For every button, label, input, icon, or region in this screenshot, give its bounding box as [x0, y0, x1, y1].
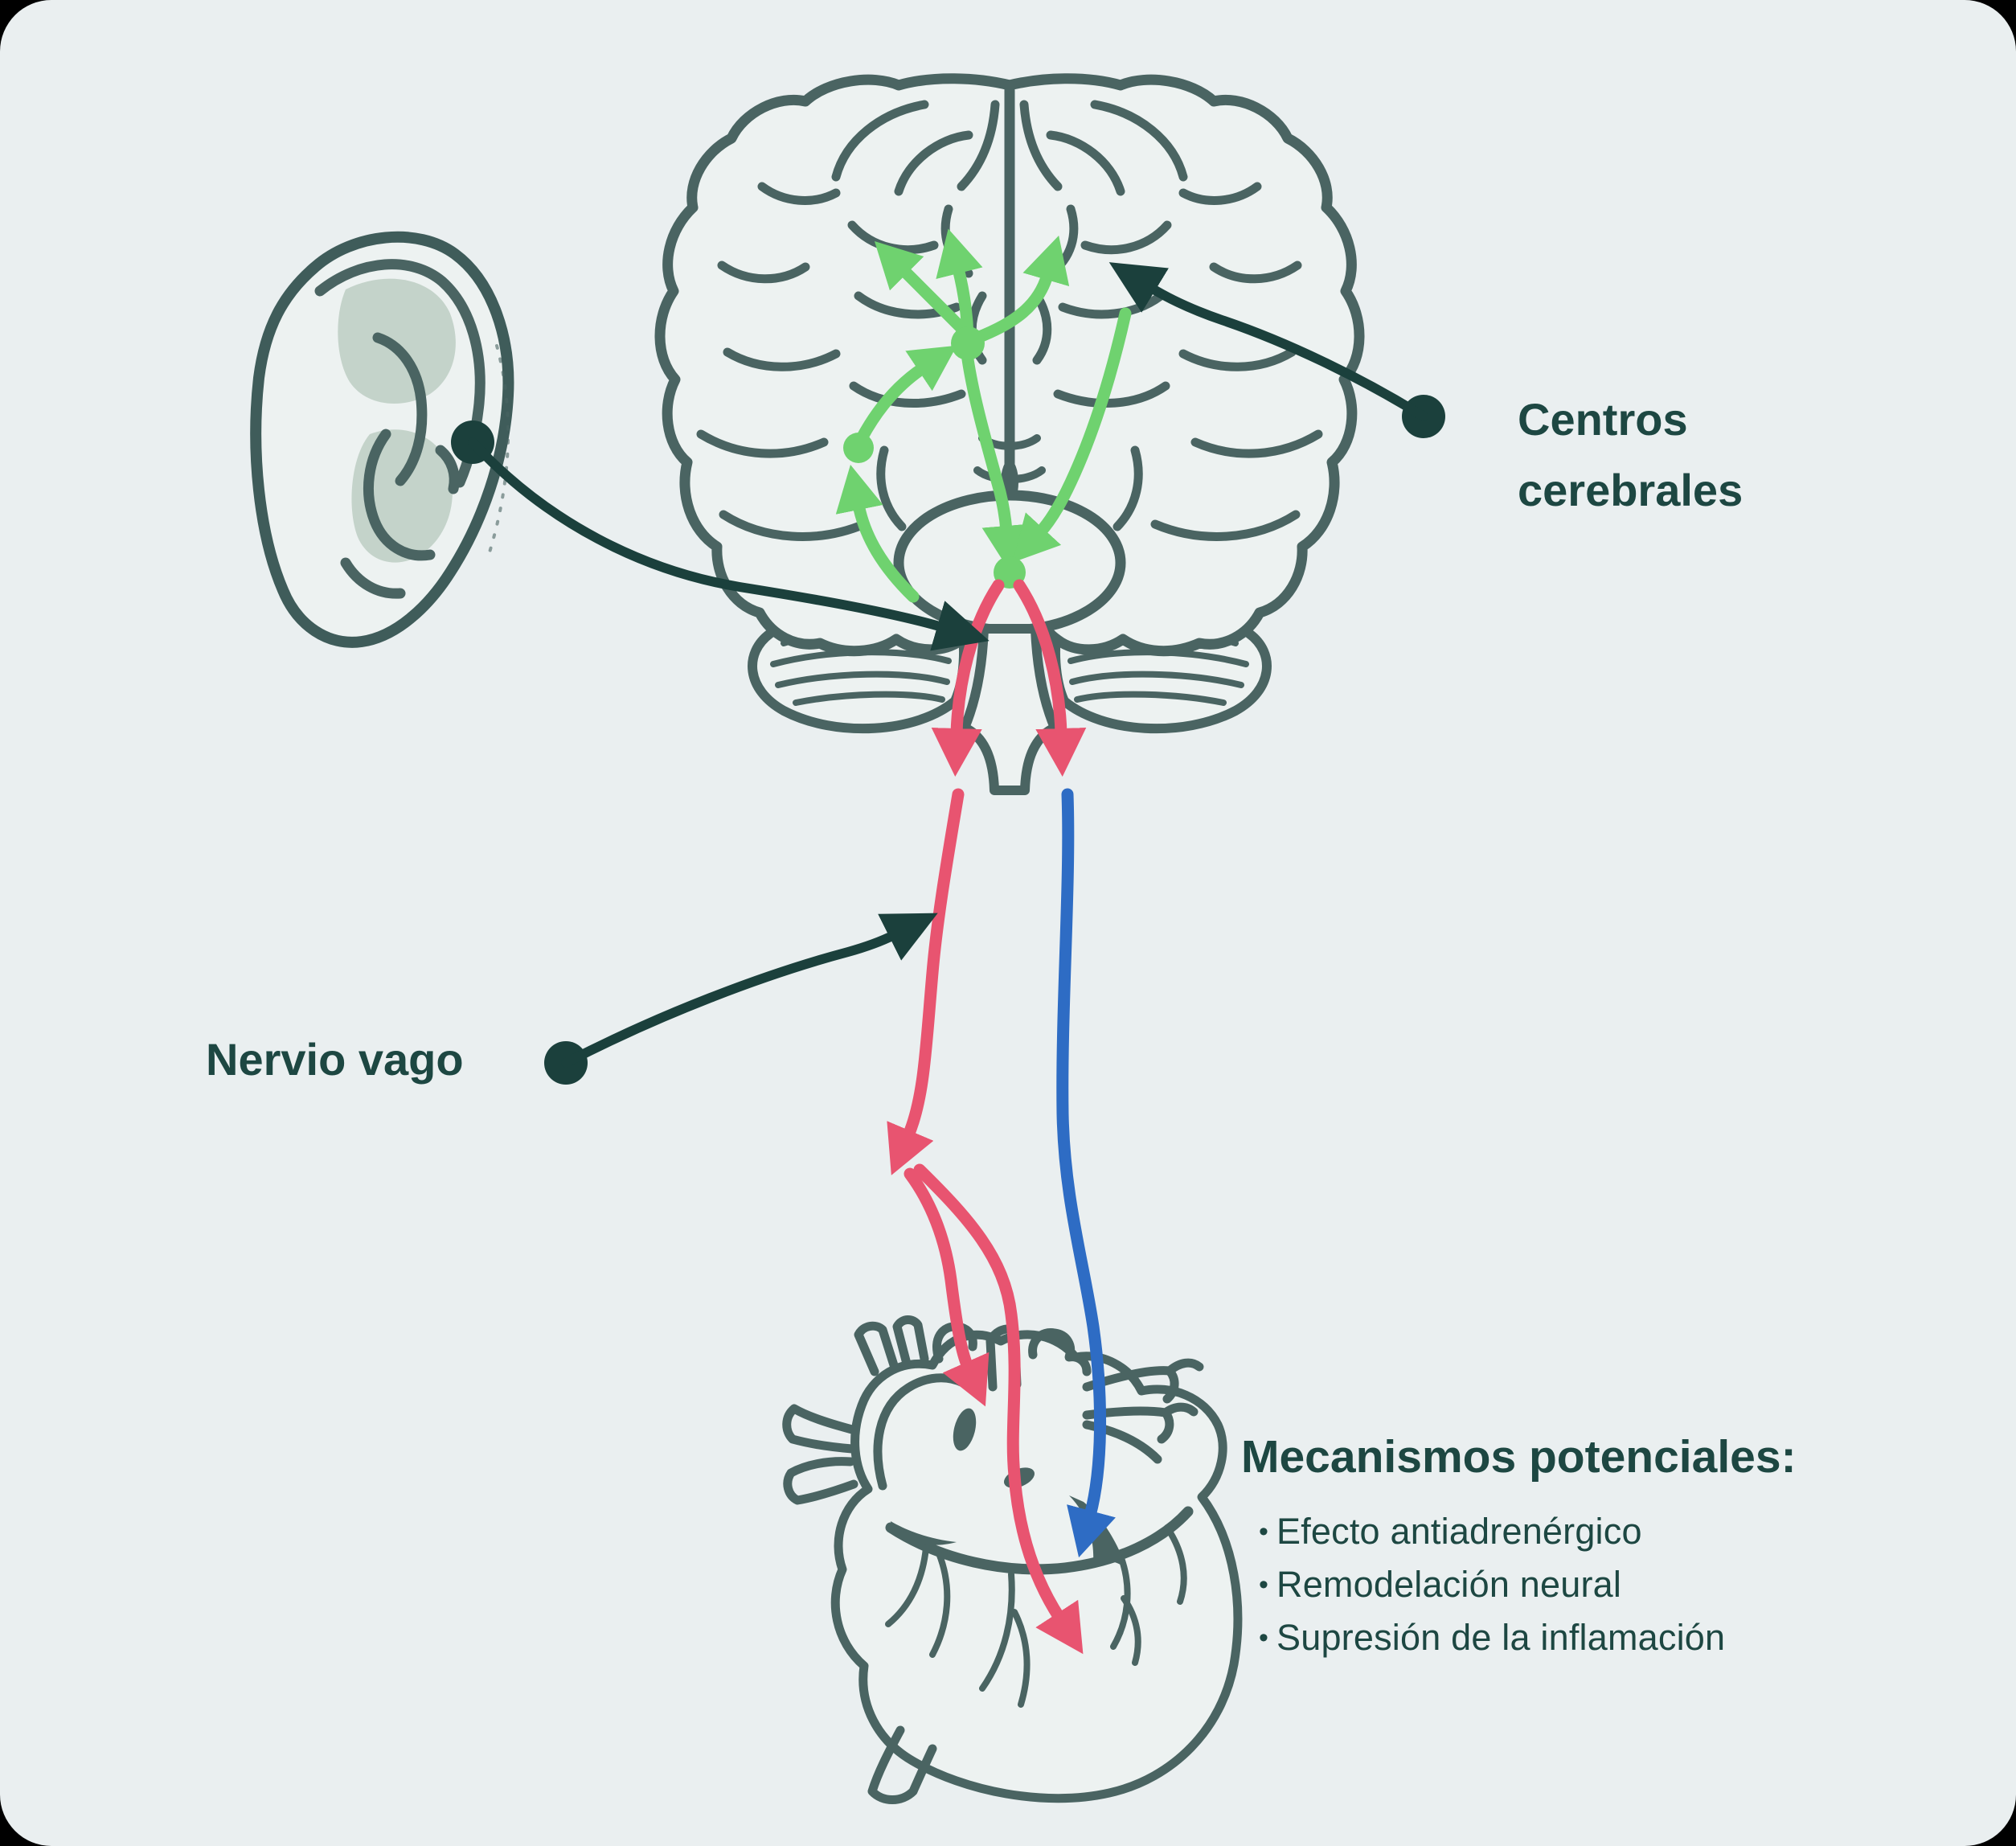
mechanisms-title: Mecanismos potenciales:	[1241, 1431, 1797, 1483]
list-item: • Efecto antiadrenérgico	[1241, 1505, 1797, 1558]
list-item: • Remodelación neural	[1241, 1558, 1797, 1611]
vagus-nerve-label: Nervio vago	[206, 1034, 464, 1085]
vagus-pointer-arrow	[544, 913, 938, 1085]
mechanism-item-text: Efecto antiadrenérgico	[1276, 1511, 1642, 1552]
green-node-cortex	[951, 326, 985, 360]
list-item: • Supresión de la inflamación	[1241, 1611, 1797, 1664]
mechanism-item-text: Remodelación neural	[1276, 1564, 1622, 1605]
green-node-subcortex	[843, 433, 874, 463]
bullet-icon: •	[1259, 1622, 1268, 1653]
vagus-efferent-arrows-icon	[887, 579, 1087, 1655]
mechanism-item-text: Supresión de la inflamación	[1276, 1617, 1726, 1658]
brain-gyri	[696, 100, 1323, 541]
bullet-icon: •	[1259, 1569, 1268, 1600]
brainstem	[960, 624, 1059, 795]
ear-icon	[250, 231, 514, 648]
afferent-feedback-arrow-icon	[1056, 788, 1116, 1558]
brain-centers-pointer-arrow	[1108, 262, 1445, 438]
brain-icon	[654, 73, 1365, 795]
ear-pointer-arrow	[451, 420, 990, 651]
coronary-arteries	[885, 1408, 1194, 1708]
brain-centers-label: Centros cerebrales	[1518, 394, 1744, 515]
bullet-icon: •	[1259, 1516, 1268, 1547]
mechanisms-list: • Efecto antiadrenérgico • Remodelación …	[1241, 1505, 1797, 1664]
mechanisms-panel: Mecanismos potenciales: • Efecto antiadr…	[1241, 1431, 1797, 1664]
